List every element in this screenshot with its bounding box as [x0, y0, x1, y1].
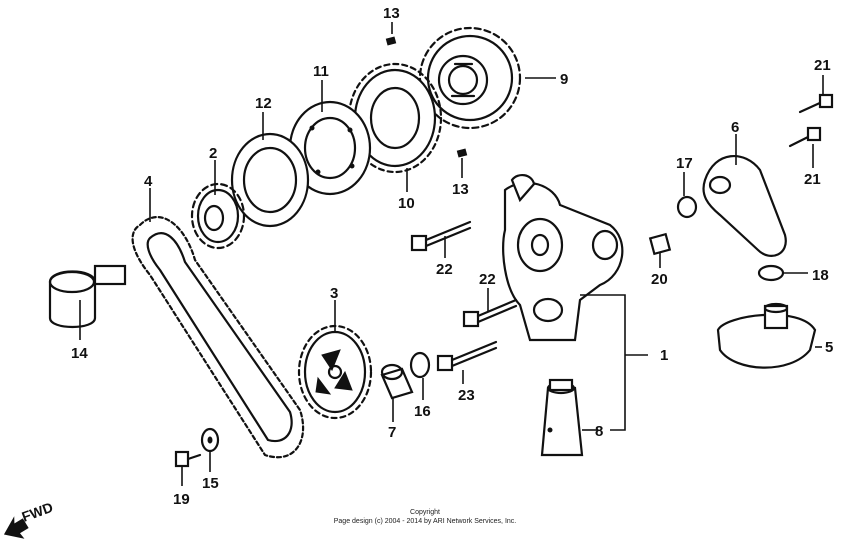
part-16-o-ring[interactable]: [409, 351, 431, 379]
callout-15: 15: [202, 475, 219, 492]
callout-8: 8: [595, 423, 603, 440]
part-22-bolt-lower[interactable]: [462, 298, 518, 328]
part-14-bolt[interactable]: [48, 264, 127, 328]
part-3-sprocket[interactable]: [297, 324, 373, 420]
callout-12: 12: [255, 95, 272, 112]
callout-22-lower: 22: [479, 271, 496, 288]
part-9-gear[interactable]: [418, 26, 522, 130]
part-12-washer[interactable]: [230, 132, 310, 228]
callout-1: 1: [660, 347, 668, 364]
callout-21-upper: 21: [814, 57, 831, 74]
leader-lines: [79, 22, 824, 486]
part-17-o-ring[interactable]: [676, 195, 698, 219]
callout-22-upper: 22: [436, 261, 453, 278]
callout-20: 20: [651, 271, 668, 288]
part-2-sprocket[interactable]: [190, 182, 246, 250]
callout-3: 3: [330, 285, 338, 302]
copyright-line-2: Page design (c) 2004 - 2014 by ARI Netwo…: [334, 518, 517, 525]
part-13-pin-upper[interactable]: [385, 36, 397, 46]
part-5-cap[interactable]: [716, 302, 817, 369]
callout-19: 19: [173, 491, 190, 508]
part-15-washer[interactable]: [200, 427, 220, 453]
callout-21-lower: 21: [804, 171, 821, 188]
copyright-notice: Copyright Page design (c) 2004 - 2014 by…: [334, 509, 517, 525]
part-19-bolt[interactable]: [174, 450, 202, 468]
part-11-plate[interactable]: [288, 100, 372, 196]
part-7-collar[interactable]: [380, 363, 414, 400]
fwd-label: FWD: [20, 499, 55, 525]
callout-13-lower: 13: [452, 181, 469, 198]
callout-16: 16: [414, 403, 431, 420]
part-13-pin-lower[interactable]: [456, 148, 468, 158]
part-10-ring-gear[interactable]: [347, 62, 443, 174]
part-21-bolt-upper[interactable]: [798, 93, 834, 114]
part-23-bolt[interactable]: [436, 340, 498, 372]
callout-18: 18: [812, 267, 829, 284]
part-6-pipe[interactable]: [702, 155, 787, 257]
callout-23: 23: [458, 387, 475, 404]
callout-10: 10: [398, 195, 415, 212]
callout-4: 4: [144, 173, 153, 190]
callout-11: 11: [313, 63, 329, 80]
callout-13-upper: 13: [383, 5, 400, 22]
callout-labels: 1 2 3 4 5 6 7 8 9 10 11 12 13 13 14 15 1…: [71, 5, 833, 508]
part-1-oil-pump[interactable]: [502, 174, 624, 342]
part-22-bolt-upper[interactable]: [410, 220, 472, 252]
copyright-line-1: Copyright: [410, 509, 440, 516]
part-18-o-ring[interactable]: [757, 264, 785, 282]
callout-5: 5: [825, 339, 833, 356]
callout-2: 2: [209, 145, 217, 162]
forward-direction-indicator: FWD: [3, 499, 55, 539]
callout-6: 6: [731, 119, 739, 136]
part-8-strainer[interactable]: [540, 378, 584, 457]
callout-7: 7: [388, 424, 396, 441]
callout-14: 14: [71, 345, 88, 362]
callout-9: 9: [560, 71, 568, 88]
part-21-bolt-lower[interactable]: [788, 126, 822, 148]
part-4-chain[interactable]: [131, 216, 305, 459]
part-20-dowel[interactable]: [648, 232, 672, 256]
callout-17: 17: [676, 155, 693, 172]
